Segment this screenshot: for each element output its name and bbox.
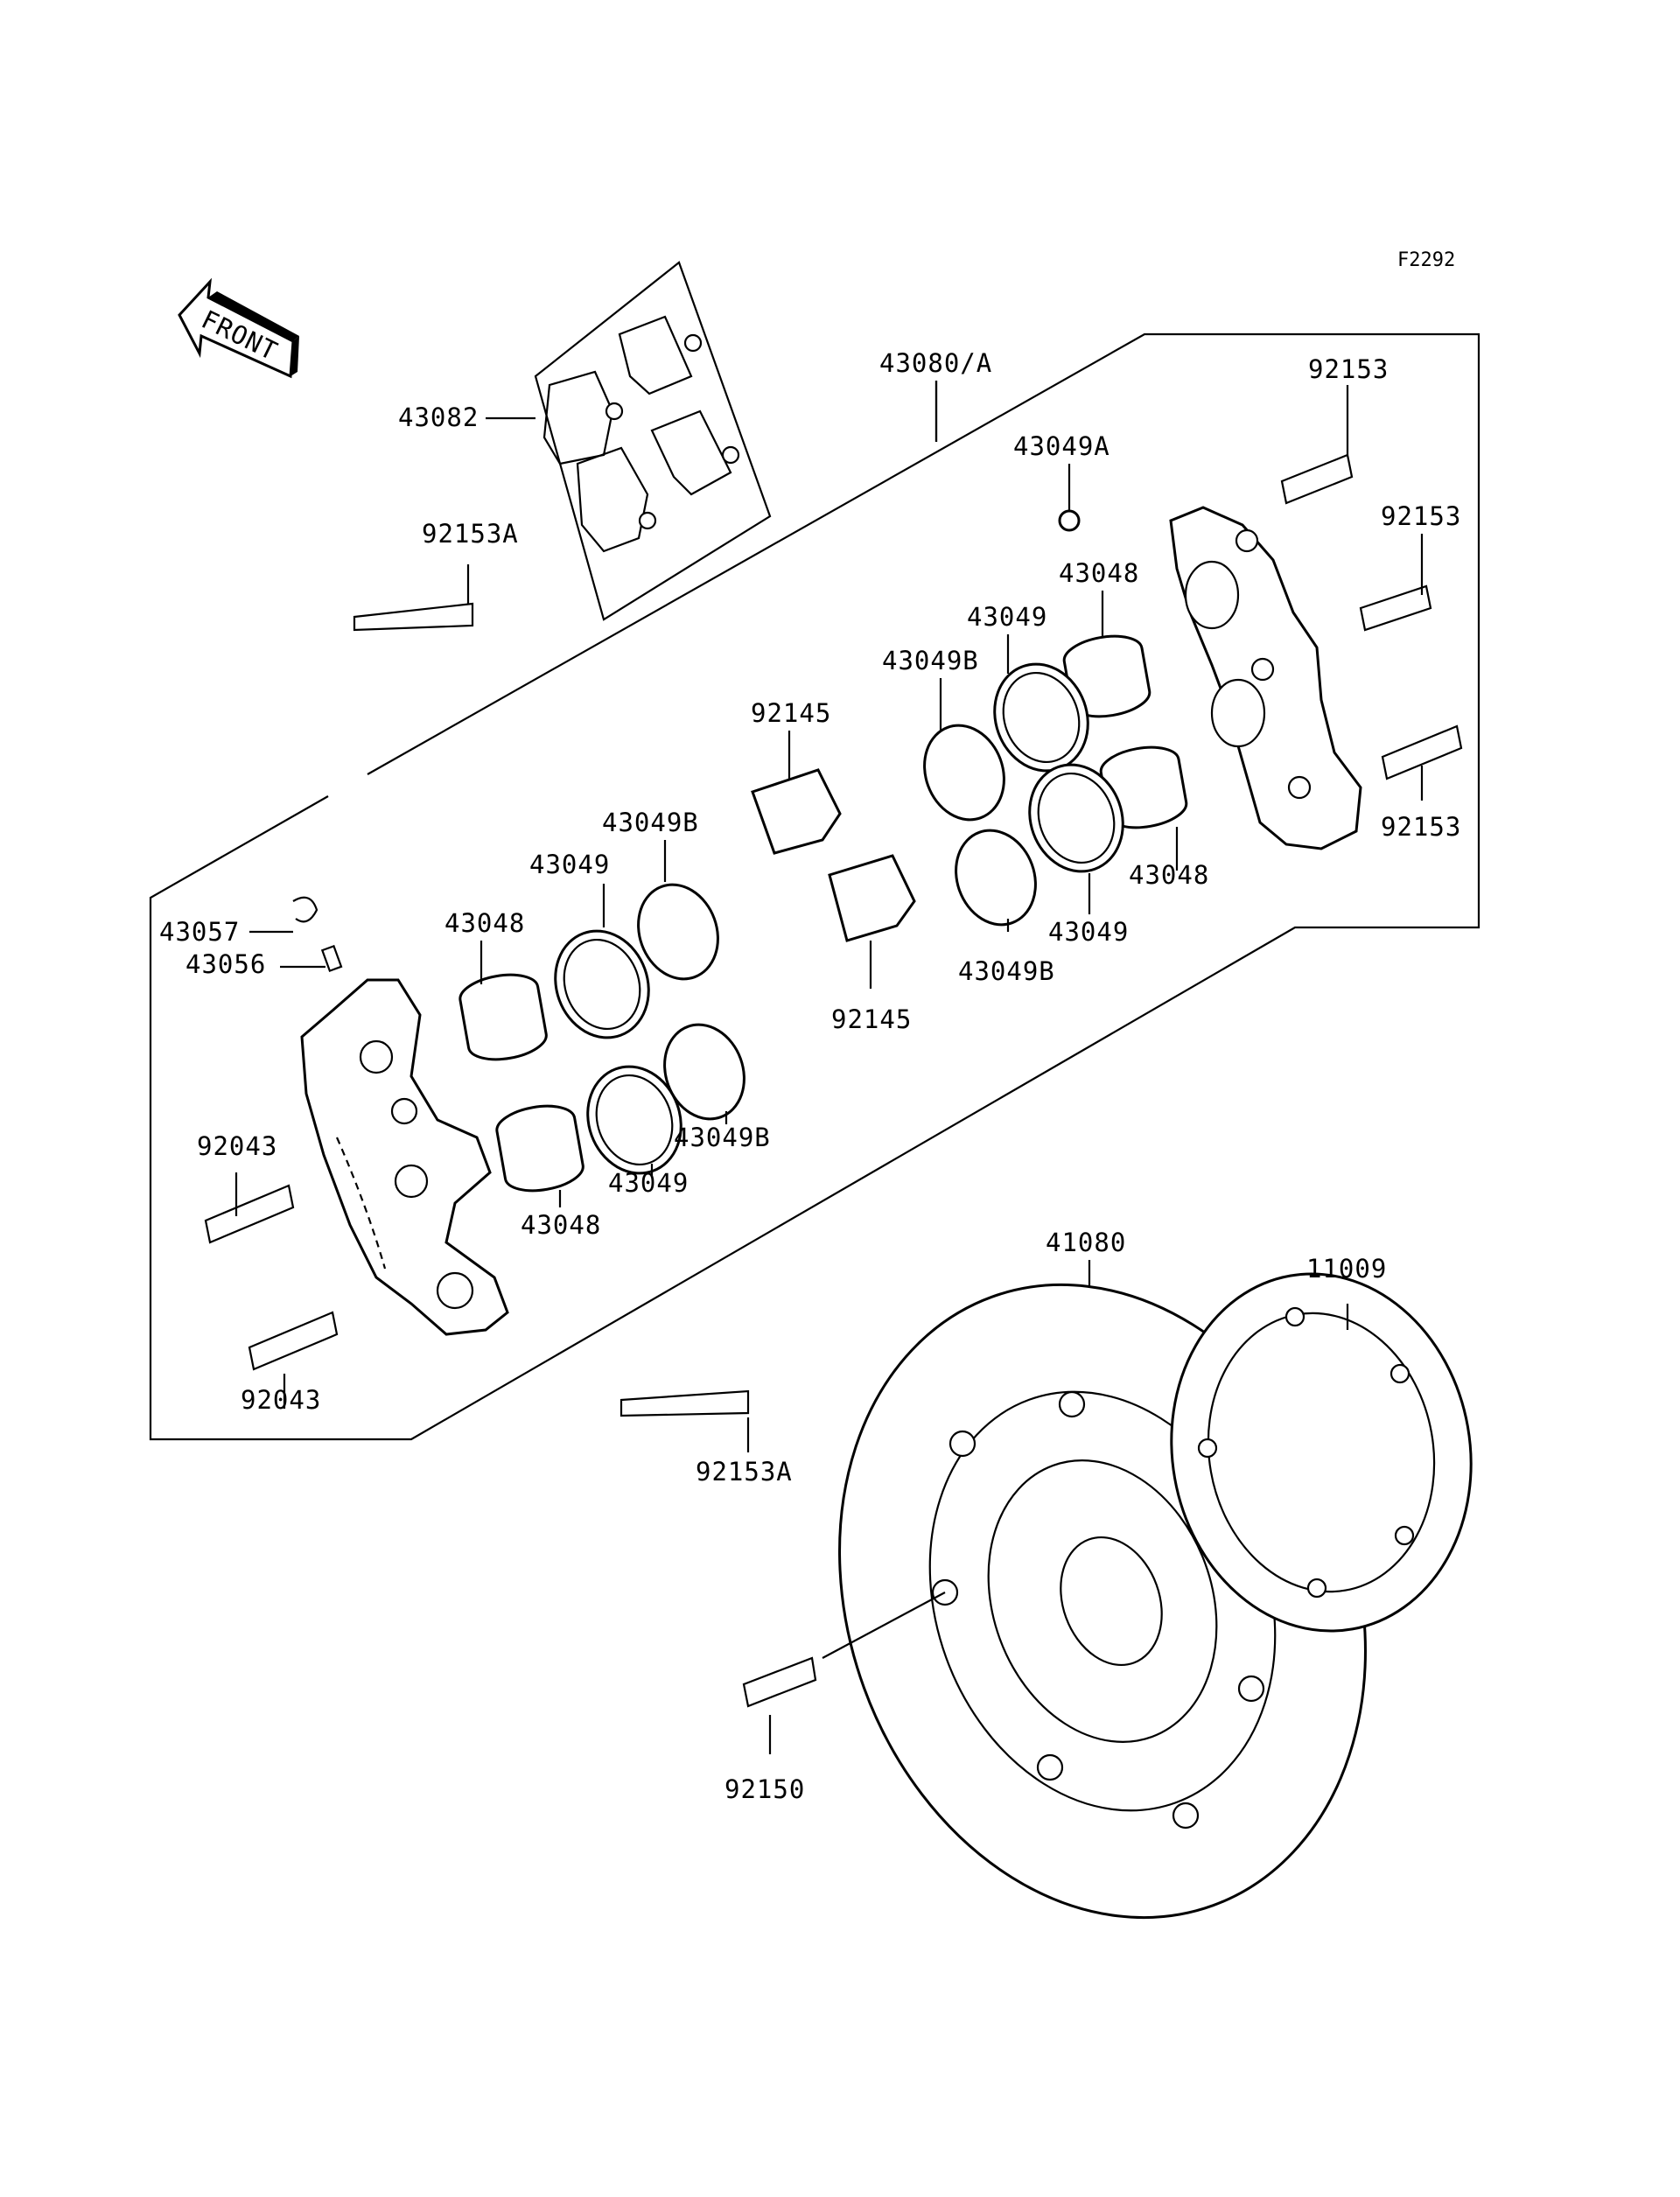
part-labels: 43082 43080/A 43049A 92153 92153 92153 9… xyxy=(159,348,1461,1804)
label-92043-top: 92043 xyxy=(197,1131,277,1161)
disc-spacer-ring xyxy=(1170,1272,1473,1633)
label-43057: 43057 xyxy=(159,917,240,947)
label-43049-r2: 43049 xyxy=(1048,917,1129,947)
caliper-right-half xyxy=(1169,506,1362,850)
label-92153-low: 92153 xyxy=(1381,812,1461,842)
label-43082: 43082 xyxy=(398,402,479,432)
label-43048-l2: 43048 xyxy=(521,1210,601,1240)
label-92043-bottom: 92043 xyxy=(241,1385,321,1415)
label-92153-top: 92153 xyxy=(1308,354,1389,384)
label-43049B-l1: 43049B xyxy=(602,808,699,837)
bolts xyxy=(204,453,1463,1708)
leader-lines xyxy=(234,381,1424,1754)
label-92145-top: 92145 xyxy=(751,698,831,728)
label-11009: 11009 xyxy=(1306,1254,1387,1284)
label-43049-l2: 43049 xyxy=(608,1168,689,1198)
small-parts xyxy=(292,509,1081,973)
label-43049B-l2: 43049B xyxy=(674,1123,771,1152)
pistons xyxy=(458,634,1188,1193)
label-43080A: 43080/A xyxy=(879,348,992,378)
caliper-assembly-outline xyxy=(149,332,1480,1441)
label-92153A-bottom: 92153A xyxy=(696,1457,793,1487)
front-arrow-icon: FRONT xyxy=(178,277,299,379)
label-43048-r1: 43048 xyxy=(1059,558,1139,588)
label-43048-r2: 43048 xyxy=(1129,860,1209,890)
label-43049B-r1: 43049B xyxy=(882,646,979,675)
label-41080: 41080 xyxy=(1046,1228,1126,1257)
brake-pad-set xyxy=(534,261,772,621)
label-43048-l1: 43048 xyxy=(444,908,525,938)
label-92153A-top: 92153A xyxy=(422,519,519,549)
seals xyxy=(554,662,1124,1175)
label-92145-bottom: 92145 xyxy=(831,1004,912,1034)
label-43049-l1: 43049 xyxy=(529,850,610,879)
figure-code: F2292 xyxy=(1397,249,1455,271)
label-92150: 92150 xyxy=(724,1774,805,1804)
caliper-left-half xyxy=(300,978,509,1336)
label-92153-mid: 92153 xyxy=(1381,501,1461,531)
label-43056: 43056 xyxy=(186,949,266,979)
label-43049B-r2: 43049B xyxy=(958,956,1055,986)
pad-springs xyxy=(751,768,916,942)
label-43049A: 43049A xyxy=(1013,431,1110,461)
label-43049-r1: 43049 xyxy=(967,602,1047,632)
